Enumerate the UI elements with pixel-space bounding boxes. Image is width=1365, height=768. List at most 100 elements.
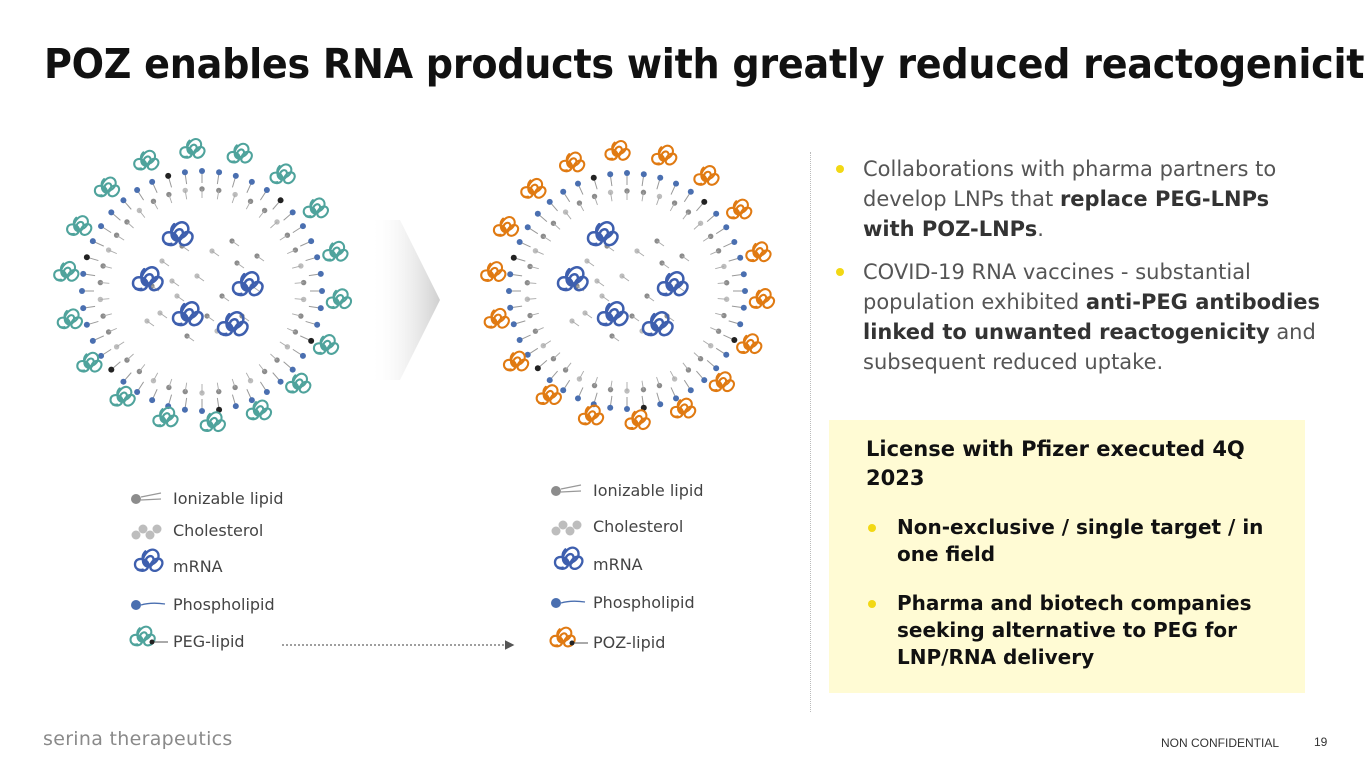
ionizable-lipid xyxy=(232,384,238,391)
phospholipid-head xyxy=(308,337,315,344)
polymer-lipid xyxy=(693,165,720,186)
lipid-tail xyxy=(543,235,552,242)
legend-label: Ionizable lipid xyxy=(173,489,283,508)
phospholipid-head xyxy=(740,304,747,311)
phospholipid-head xyxy=(590,174,597,181)
phospholipid-head xyxy=(80,305,87,312)
phospholipid-head xyxy=(248,397,255,404)
lipid-tail xyxy=(161,260,170,267)
lipid-tail xyxy=(529,312,539,316)
phospholipid-head xyxy=(574,395,581,402)
mrna-strand xyxy=(596,301,629,327)
lipid-tail xyxy=(661,262,670,269)
phospholipid-head xyxy=(232,403,239,410)
lipid-tail xyxy=(108,327,118,333)
polymer-lipid xyxy=(53,261,80,282)
lipid-tail xyxy=(216,382,220,392)
phospholipid-head xyxy=(731,337,738,344)
lipid-tail xyxy=(140,602,166,606)
polymer-lipid xyxy=(76,351,103,373)
phospholipid-head xyxy=(640,404,647,411)
lipid-tail xyxy=(256,255,265,262)
polymer-lipid xyxy=(708,371,735,393)
lipid-tail xyxy=(610,192,613,202)
ionizable-lipid xyxy=(708,342,714,349)
polymer-lipid xyxy=(651,144,678,166)
lipid-tail xyxy=(560,484,582,493)
phospholipid-head xyxy=(624,170,630,176)
legend-label: PEG-lipid xyxy=(173,632,245,651)
phospholipid-head xyxy=(289,209,296,216)
lipid-tail xyxy=(168,378,173,388)
phospholipid-head xyxy=(314,321,321,328)
column-divider xyxy=(810,152,811,712)
transition-arrow xyxy=(370,220,440,380)
phospholipid-head xyxy=(524,351,531,358)
phospholipid-head xyxy=(534,210,541,217)
lipid-tail xyxy=(641,192,644,202)
polymer-lipid xyxy=(199,411,226,433)
lipid-tail xyxy=(245,201,251,210)
phospholipid-head xyxy=(737,254,744,261)
phospholipid-head xyxy=(723,351,730,358)
lipid-tail xyxy=(682,362,689,371)
phospholipid-head xyxy=(181,169,188,176)
ionizable-lipid xyxy=(607,189,614,196)
ionizable-lipid xyxy=(671,376,678,382)
lipid-tail xyxy=(565,362,572,371)
legend-label: mRNA xyxy=(593,555,643,574)
lipid-tail xyxy=(579,202,585,212)
lipid-tail xyxy=(631,315,640,322)
phospholipid-icon xyxy=(131,600,141,610)
page-number: 19 xyxy=(1314,735,1328,749)
phospholipid-head xyxy=(98,352,105,359)
lipid-tail xyxy=(294,298,304,300)
phospholipid-head xyxy=(723,224,730,231)
lipid-tail xyxy=(681,255,690,262)
polymer-lipid xyxy=(736,333,763,355)
polymer-lipid xyxy=(624,409,651,431)
bullet-covid-vaccines: COVID-19 RNA vaccines - substantial popu… xyxy=(834,257,1324,377)
phospholipid-head xyxy=(149,178,156,185)
polymer-lipid xyxy=(748,288,776,309)
legend-label: Cholesterol xyxy=(593,517,683,536)
lipid-tail xyxy=(560,600,586,604)
mrna-strand xyxy=(586,221,619,247)
polymer-lipid xyxy=(133,149,160,171)
lnp-comparison-figure: Ionizable lipidCholesterolmRNAPhospholip… xyxy=(53,138,776,652)
phospholipid-head xyxy=(506,288,512,294)
polymer-lipid xyxy=(480,261,507,282)
lipid-tail xyxy=(292,313,301,317)
lipid-tail xyxy=(279,341,288,348)
phospholipid-head xyxy=(516,238,523,245)
phospholipid-head xyxy=(687,387,694,394)
mrna-strand xyxy=(641,311,674,337)
lipid-tail xyxy=(138,210,146,218)
lipid-tail xyxy=(108,249,118,255)
legend-right: Ionizable lipidCholesterolmRNAPhospholip… xyxy=(549,481,703,652)
legend-label: mRNA xyxy=(173,557,223,576)
polymer-lipid xyxy=(325,288,353,310)
phospholipid-head xyxy=(317,305,324,312)
polymer-lipid xyxy=(93,176,121,198)
lipid-tail xyxy=(196,275,205,282)
lipid-tail xyxy=(184,382,188,392)
phospholipid-head xyxy=(574,180,581,187)
lipid-tail xyxy=(126,353,134,361)
phospholipid-head xyxy=(108,366,115,373)
polymer-lipid xyxy=(745,241,772,263)
phospholipid-head xyxy=(742,288,748,294)
lipid-tail xyxy=(656,196,660,206)
lipid-tail xyxy=(286,327,296,333)
lipid-tail xyxy=(717,282,727,284)
phospholipid-head xyxy=(507,304,514,311)
lipid-tail xyxy=(535,327,544,332)
phospholipid-head xyxy=(740,271,747,278)
polymer-lipid xyxy=(269,163,296,185)
phospholipid-head xyxy=(546,198,553,205)
phospholipid-head xyxy=(524,224,531,231)
polymer-lipid xyxy=(66,215,93,236)
anchor-dot xyxy=(569,640,575,646)
lipid-tail xyxy=(682,211,689,220)
phospholipid-head xyxy=(507,271,514,278)
